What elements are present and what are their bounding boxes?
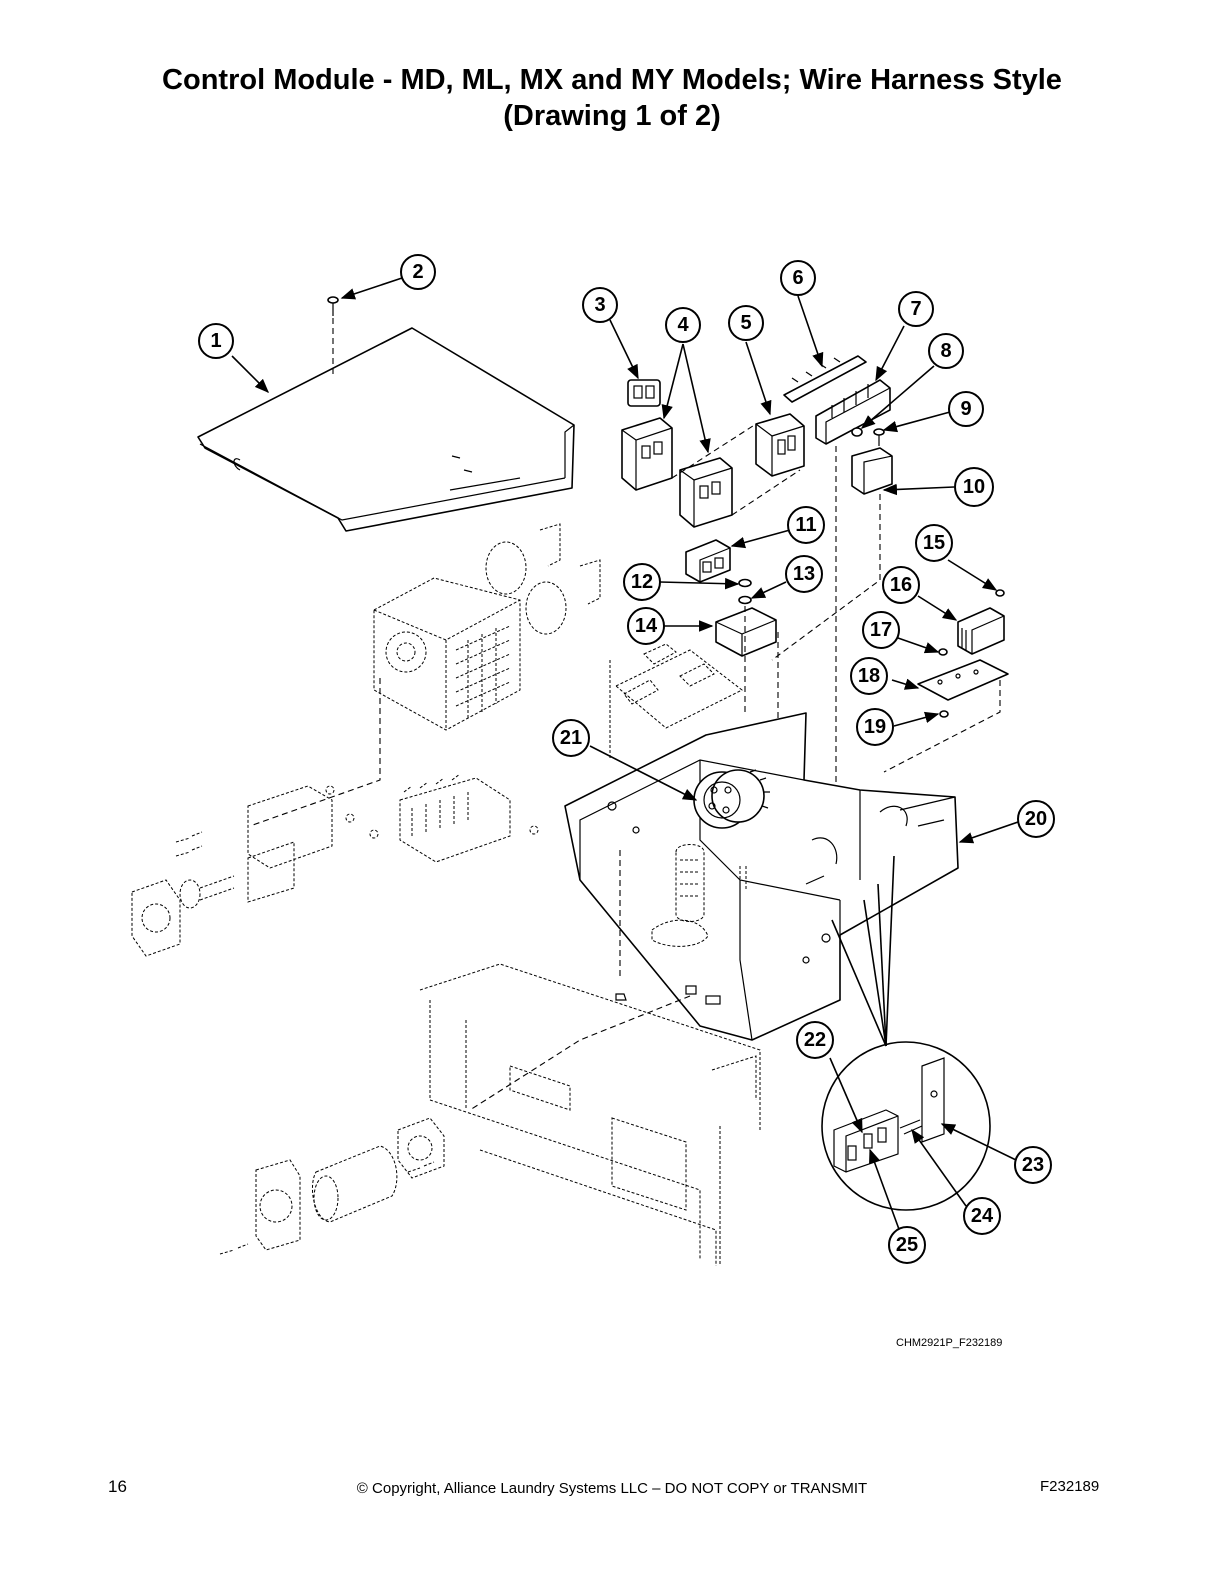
selector-switch-part [693,769,770,829]
svg-text:18: 18 [858,665,880,687]
svg-text:6: 6 [792,267,803,289]
svg-text:25: 25 [896,1234,918,1256]
title-line-1: Control Module - MD, ML, MX and MY Model… [162,64,1062,96]
callout-5: 5 [728,305,764,341]
control-chassis-part [564,712,959,1041]
svg-text:5: 5 [740,312,751,334]
callout-23: 23 [1014,1146,1052,1184]
terminal-block-assembly [175,773,539,903]
transformer-bracket-parts [883,589,1009,773]
svg-text:9: 9 [960,398,971,420]
page-number: 16 [108,1477,127,1496]
drawing-id: CHM2921P_F232189 [896,1337,1003,1349]
svg-text:23: 23 [1022,1154,1044,1176]
capacitor-and-harness [609,660,747,1001]
title-line-2: (Drawing 1 of 2) [503,100,721,132]
callout-11: 11 [787,506,825,544]
callout-12: 12 [623,563,661,601]
callout-18: 18 [850,657,888,695]
svg-text:21: 21 [560,727,582,749]
callout-13: 13 [785,555,823,593]
callout-17: 17 [862,611,900,649]
svg-text:13: 13 [793,563,815,585]
callout-10: 10 [954,467,994,507]
callout-6: 6 [780,260,816,296]
callout-16: 16 [882,566,920,604]
fuse-and-transformer-parts [685,539,779,860]
svg-text:15: 15 [923,532,945,554]
contactor-parts [621,379,805,528]
terminal-strip-parts [771,355,893,790]
document-code: F232189 [1040,1478,1100,1495]
svg-text:2: 2 [412,261,423,283]
callout-1: 1 [198,323,234,359]
callout-24: 24 [963,1197,1001,1235]
callout-15: 15 [915,524,953,562]
svg-text:4: 4 [677,314,689,336]
callout-9: 9 [948,391,984,427]
door-switch-assembly [131,875,235,957]
leader-lines [231,277,1019,1233]
callout-19: 19 [856,708,894,746]
callout-21: 21 [552,719,590,757]
svg-text:24: 24 [971,1205,994,1227]
callout-4: 4 [665,307,701,343]
callout-20: 20 [1017,800,1055,838]
svg-text:11: 11 [795,514,816,536]
svg-text:22: 22 [804,1029,826,1051]
svg-text:3: 3 [594,294,605,316]
circuit-board-part [615,643,743,729]
svg-text:12: 12 [631,571,653,593]
callout-14: 14 [627,607,665,645]
svg-text:8: 8 [940,340,951,362]
top-cover-part [197,327,575,532]
cover-screw-part [327,296,339,378]
copyright-notice: © Copyright, Alliance Laundry Systems LL… [356,1480,868,1497]
svg-text:7: 7 [910,298,921,320]
page-title: Control Module - MD, ML, MX and MY Model… [0,62,1224,134]
svg-text:20: 20 [1025,808,1047,830]
svg-text:16: 16 [890,574,912,596]
svg-text:19: 19 [864,716,886,738]
timer-module-assembly [249,523,601,827]
callout-3: 3 [582,287,618,323]
svg-text:14: 14 [635,615,658,637]
callout-8: 8 [928,333,964,369]
callout-25: 25 [888,1226,926,1264]
callout-22: 22 [796,1021,834,1059]
detail-view-circle [821,855,991,1211]
svg-text:1: 1 [210,330,221,352]
motor-switch-assembly [219,1117,445,1255]
svg-text:10: 10 [963,476,985,498]
callout-7: 7 [898,291,934,327]
svg-text:17: 17 [870,619,892,641]
front-panel-ghost [419,963,761,1266]
callout-2: 2 [400,254,436,290]
